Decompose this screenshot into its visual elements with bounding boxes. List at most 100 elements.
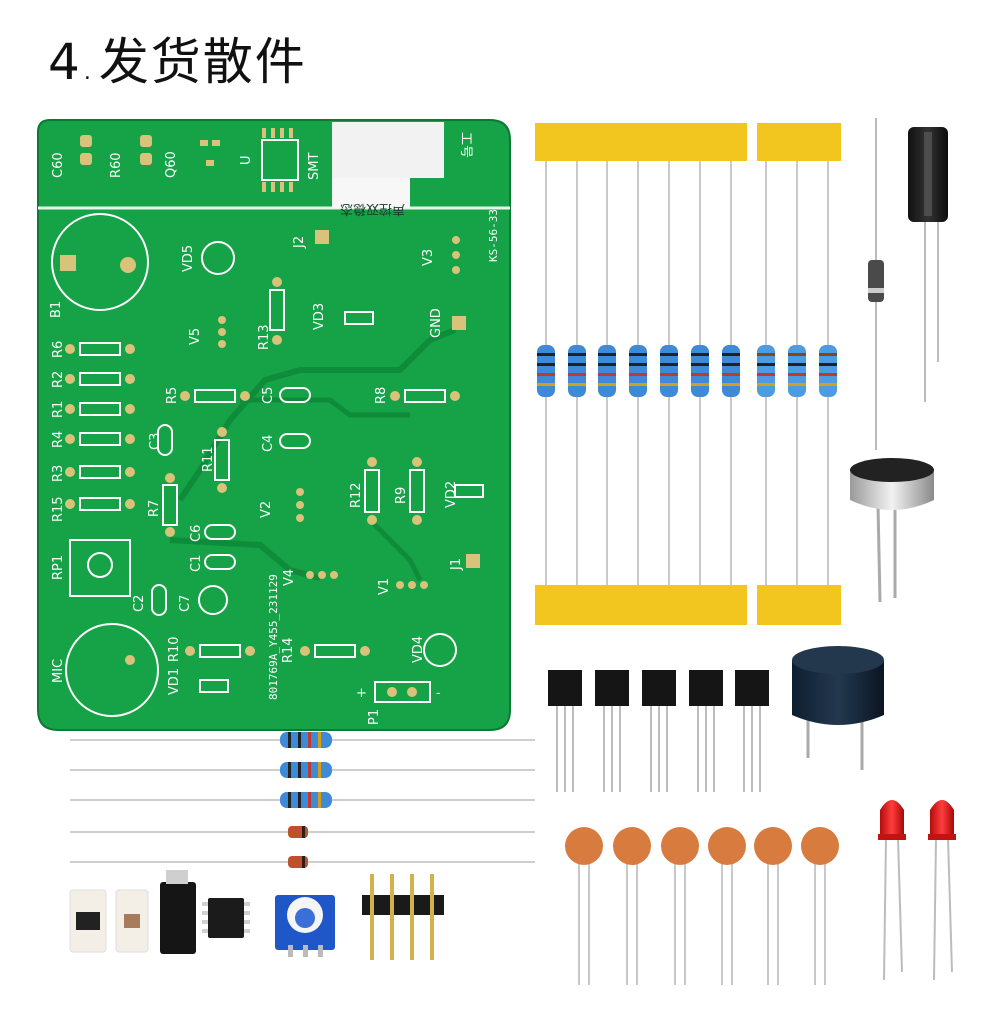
pcb-silk-label: VD2 [444, 481, 459, 508]
pcb-silk-label: R7 [147, 500, 162, 517]
resistor-band [691, 363, 709, 366]
led-lead [933, 837, 937, 981]
electrolytic-capacitor [908, 127, 948, 402]
pcb-board-code: 801769A_Y455_231129 [267, 574, 280, 700]
pcb-silk-label: R15 [51, 496, 66, 522]
pcb-silk-label: J1 [449, 558, 464, 571]
strip-resistor [691, 161, 709, 585]
resistor-band [308, 792, 311, 808]
strip-resistor [598, 161, 616, 585]
pcb-silk-label: R9 [394, 487, 409, 504]
pcb-silk-label: R5 [165, 387, 180, 404]
smd-parts [69, 870, 250, 954]
pcb-silk-label: C2 [132, 595, 147, 612]
ceramic-capacitor [708, 827, 746, 985]
resistor-band [568, 383, 586, 386]
resistor-band [568, 363, 586, 366]
strip-resistor [660, 161, 678, 585]
resistor-band [722, 353, 740, 356]
pcb-silk-label: V4 [282, 569, 297, 586]
ceramic-capacitor [754, 827, 792, 985]
pcb-silk-label: C5 [261, 387, 276, 404]
title-text: 发货散件 [98, 33, 307, 91]
title-separator: . [83, 60, 93, 85]
led-lead [947, 837, 953, 973]
tape-bottom-left [535, 585, 747, 625]
loose-resistor [70, 732, 535, 748]
capacitor-body [565, 827, 603, 865]
resistor-band [629, 363, 647, 366]
transistor [642, 670, 676, 792]
pcb-silk-label: MIC [51, 659, 66, 683]
loose-resistor [70, 792, 535, 808]
resistor-band [568, 353, 586, 356]
resistor-band [318, 762, 321, 778]
ceramic-capacitor [661, 827, 699, 985]
resistor-band [629, 353, 647, 356]
diode-band [302, 856, 305, 868]
resistor-body [280, 762, 332, 778]
capacitor-body [613, 827, 651, 865]
tape-bottom-right [757, 585, 841, 625]
ceramic-capacitor [565, 827, 603, 985]
pcb-label-area [332, 122, 444, 178]
resistor-band [819, 363, 837, 366]
resistor-body [537, 345, 555, 397]
ceramic-capacitor [801, 827, 839, 985]
resistor-strip [535, 123, 841, 625]
resistor-body [568, 345, 586, 397]
transistor [548, 670, 582, 792]
pcb-silk-label: V2 [259, 501, 274, 518]
resistor-band [660, 383, 678, 386]
loose-components [70, 732, 535, 868]
diode-band [302, 826, 305, 838]
capacitor-body [801, 827, 839, 865]
resistor-band [757, 373, 775, 376]
resistor-body [691, 345, 709, 397]
led-body [880, 800, 904, 840]
ceramic-capacitor [613, 827, 651, 985]
pcb-silk-label: R4 [51, 431, 66, 448]
resistor-band [757, 353, 775, 356]
pcb-silk-label: VD5 [181, 245, 196, 272]
resistor-body [722, 345, 740, 397]
resistor-band [568, 373, 586, 376]
pcb-silk-label: RP1 [51, 555, 66, 580]
pcb-silk-label: C7 [178, 595, 193, 612]
resistor-band [537, 363, 555, 366]
pcb-silk-label: R60 [109, 152, 124, 178]
resistor-body [819, 345, 837, 397]
pcb-silk-label: R10 [167, 636, 182, 662]
title-number: 4 [48, 33, 82, 91]
pcb-silk-label: J2 [292, 236, 307, 249]
strip-resistor [568, 161, 586, 585]
resistor-band [660, 363, 678, 366]
led-pair [878, 800, 956, 981]
resistor-band [318, 732, 321, 748]
resistor-band [537, 373, 555, 376]
pcb-board: 801769A_Y455_231129 KS-56-33 声控双稳态 工号 SM… [37, 119, 511, 731]
loose-diode [70, 826, 535, 838]
resistor-band [598, 383, 616, 386]
resistor-body [598, 345, 616, 397]
pcb-silk-label: + [356, 686, 367, 701]
transistor-body [595, 670, 629, 706]
resistor-band [629, 373, 647, 376]
pcb-silk-label: VD1 [167, 668, 182, 695]
pcb-silk-label: C3 [148, 433, 163, 450]
strip-resistor [629, 161, 647, 585]
capacitor-body [708, 827, 746, 865]
transistor [689, 670, 723, 792]
pcb-silk-label: R14 [281, 637, 296, 663]
pcb-silk-label: R6 [51, 341, 66, 358]
resistor-band [308, 762, 311, 778]
diode-vertical [868, 118, 884, 450]
strip-resistor [757, 161, 775, 585]
tape-top-right [757, 123, 841, 161]
pcb-marker-cn: 工号 [458, 132, 473, 158]
trimmer-potentiometer [275, 895, 335, 957]
capacitor-body [754, 827, 792, 865]
resistor-band [537, 383, 555, 386]
loose-diode [70, 856, 535, 868]
